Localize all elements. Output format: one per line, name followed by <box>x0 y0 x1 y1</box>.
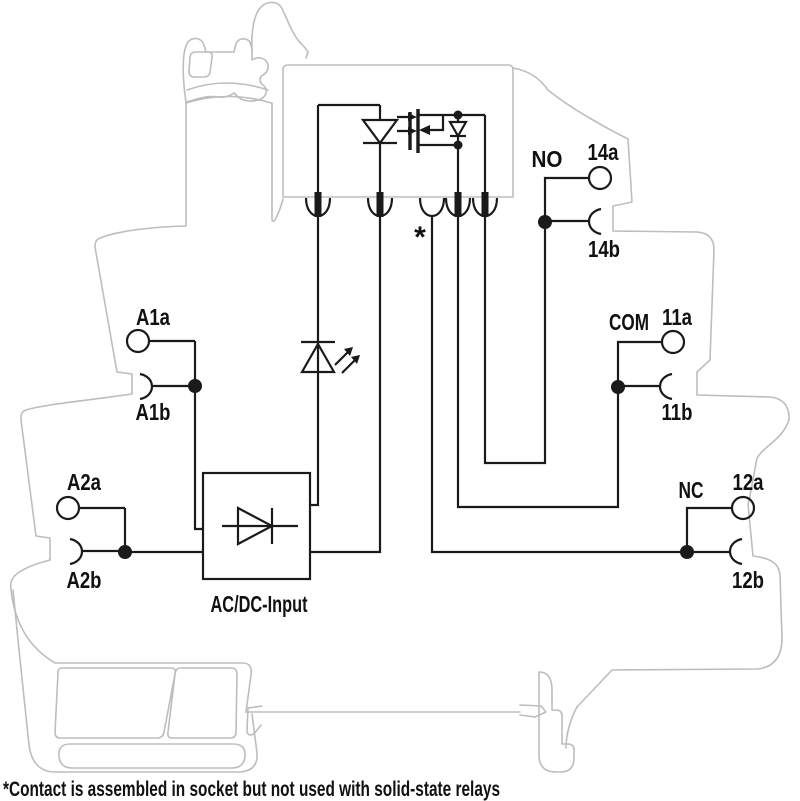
housing-right-outline <box>512 67 790 708</box>
footnote-text: *Contact is assembled in socket but not … <box>3 778 500 801</box>
latch-tab <box>251 1 309 59</box>
label-14a: 14a <box>588 139 619 165</box>
label-a2a: A2a <box>67 469 101 495</box>
junction-a2 <box>118 545 132 559</box>
contact-pin-4 <box>454 192 462 217</box>
terminal-a2b-socket <box>69 537 84 566</box>
socket-contact-3-unused <box>418 197 446 217</box>
foot-right-edge <box>565 706 578 749</box>
nc-branch-wire <box>430 216 731 554</box>
latch-hole <box>188 51 213 78</box>
com-branch-wire <box>456 216 620 509</box>
terminal-11b-socket <box>658 372 673 401</box>
label-no: NO <box>532 146 563 172</box>
housing-column-right <box>271 102 284 223</box>
rectifier-output-wire <box>310 216 382 554</box>
terminal-14a-circle <box>587 165 613 191</box>
terminal-a1b <box>139 372 195 401</box>
foot-left-slot <box>58 743 246 769</box>
foot-left-pad1 <box>54 667 176 739</box>
opto-top-wire <box>316 103 382 196</box>
indicator-led-icon <box>300 340 360 374</box>
rectifier-box <box>201 471 312 581</box>
foot-left-outer <box>12 589 258 773</box>
label-11a: 11a <box>662 304 692 330</box>
terminal-11b <box>618 372 673 401</box>
label-nc: NC <box>679 477 704 503</box>
module-housing <box>9 1 790 773</box>
latch-base-arc <box>185 95 272 104</box>
no-branch-wire <box>483 216 547 465</box>
terminal-12b <box>728 537 743 566</box>
labels: A1a A1b A2a A2b NO 14a 14b COM 11a 11b N… <box>3 139 764 801</box>
terminal-a1a-circle <box>125 328 151 354</box>
contact-pin-2 <box>376 192 384 217</box>
terminal-14a <box>543 165 613 222</box>
contact-pin-1 <box>314 192 322 217</box>
foot-left-pad2 <box>167 667 238 739</box>
terminal-11a-circle <box>660 329 686 355</box>
foot-right-clamp <box>538 671 575 773</box>
latch-spring-arc <box>186 82 269 91</box>
terminal-a2a <box>55 495 125 521</box>
terminal-a2b <box>69 537 125 566</box>
label-a1a: A1a <box>136 304 170 330</box>
junction-nc <box>680 545 694 559</box>
socket-contacts <box>304 192 499 217</box>
label-a2b: A2b <box>67 567 102 593</box>
din-rail-hook-right <box>519 704 547 718</box>
photomos-transistor-icon <box>408 109 485 153</box>
plugin-module-box <box>282 64 514 198</box>
terminal-a1a <box>125 328 195 354</box>
contact-pin-5 <box>481 192 489 217</box>
protection-diode-icon <box>448 110 468 150</box>
terminal-12a <box>685 495 756 552</box>
label-a1b: A1b <box>136 399 171 425</box>
terminal-11a <box>616 329 686 387</box>
terminal-12a-circle <box>730 495 756 521</box>
terminal-14b-socket <box>587 207 602 236</box>
terminal-a2a-circle <box>55 495 81 521</box>
latch-outline <box>182 37 269 103</box>
terminal-a1b-socket <box>139 372 154 401</box>
foot-left-top-edge <box>54 662 253 713</box>
junction-a1 <box>188 379 202 393</box>
label-acdc-input: AC/DC-Input <box>211 591 308 617</box>
circuit <box>55 103 756 581</box>
housing-left-outline <box>9 225 187 664</box>
label-12a: 12a <box>733 469 764 495</box>
din-rail-hook-left <box>246 705 263 736</box>
label-asterisk: * <box>414 221 426 254</box>
junction-com <box>611 380 625 394</box>
a2-wire <box>123 508 203 554</box>
label-14b: 14b <box>588 236 620 262</box>
label-11b: 11b <box>662 399 693 425</box>
terminal-14b <box>545 207 602 236</box>
junction-no <box>538 215 552 229</box>
label-12b: 12b <box>732 567 764 593</box>
led-branch-wire <box>310 216 320 507</box>
label-com: COM <box>609 309 649 335</box>
a1-wire <box>193 341 203 531</box>
terminal-12b-socket <box>728 537 743 566</box>
